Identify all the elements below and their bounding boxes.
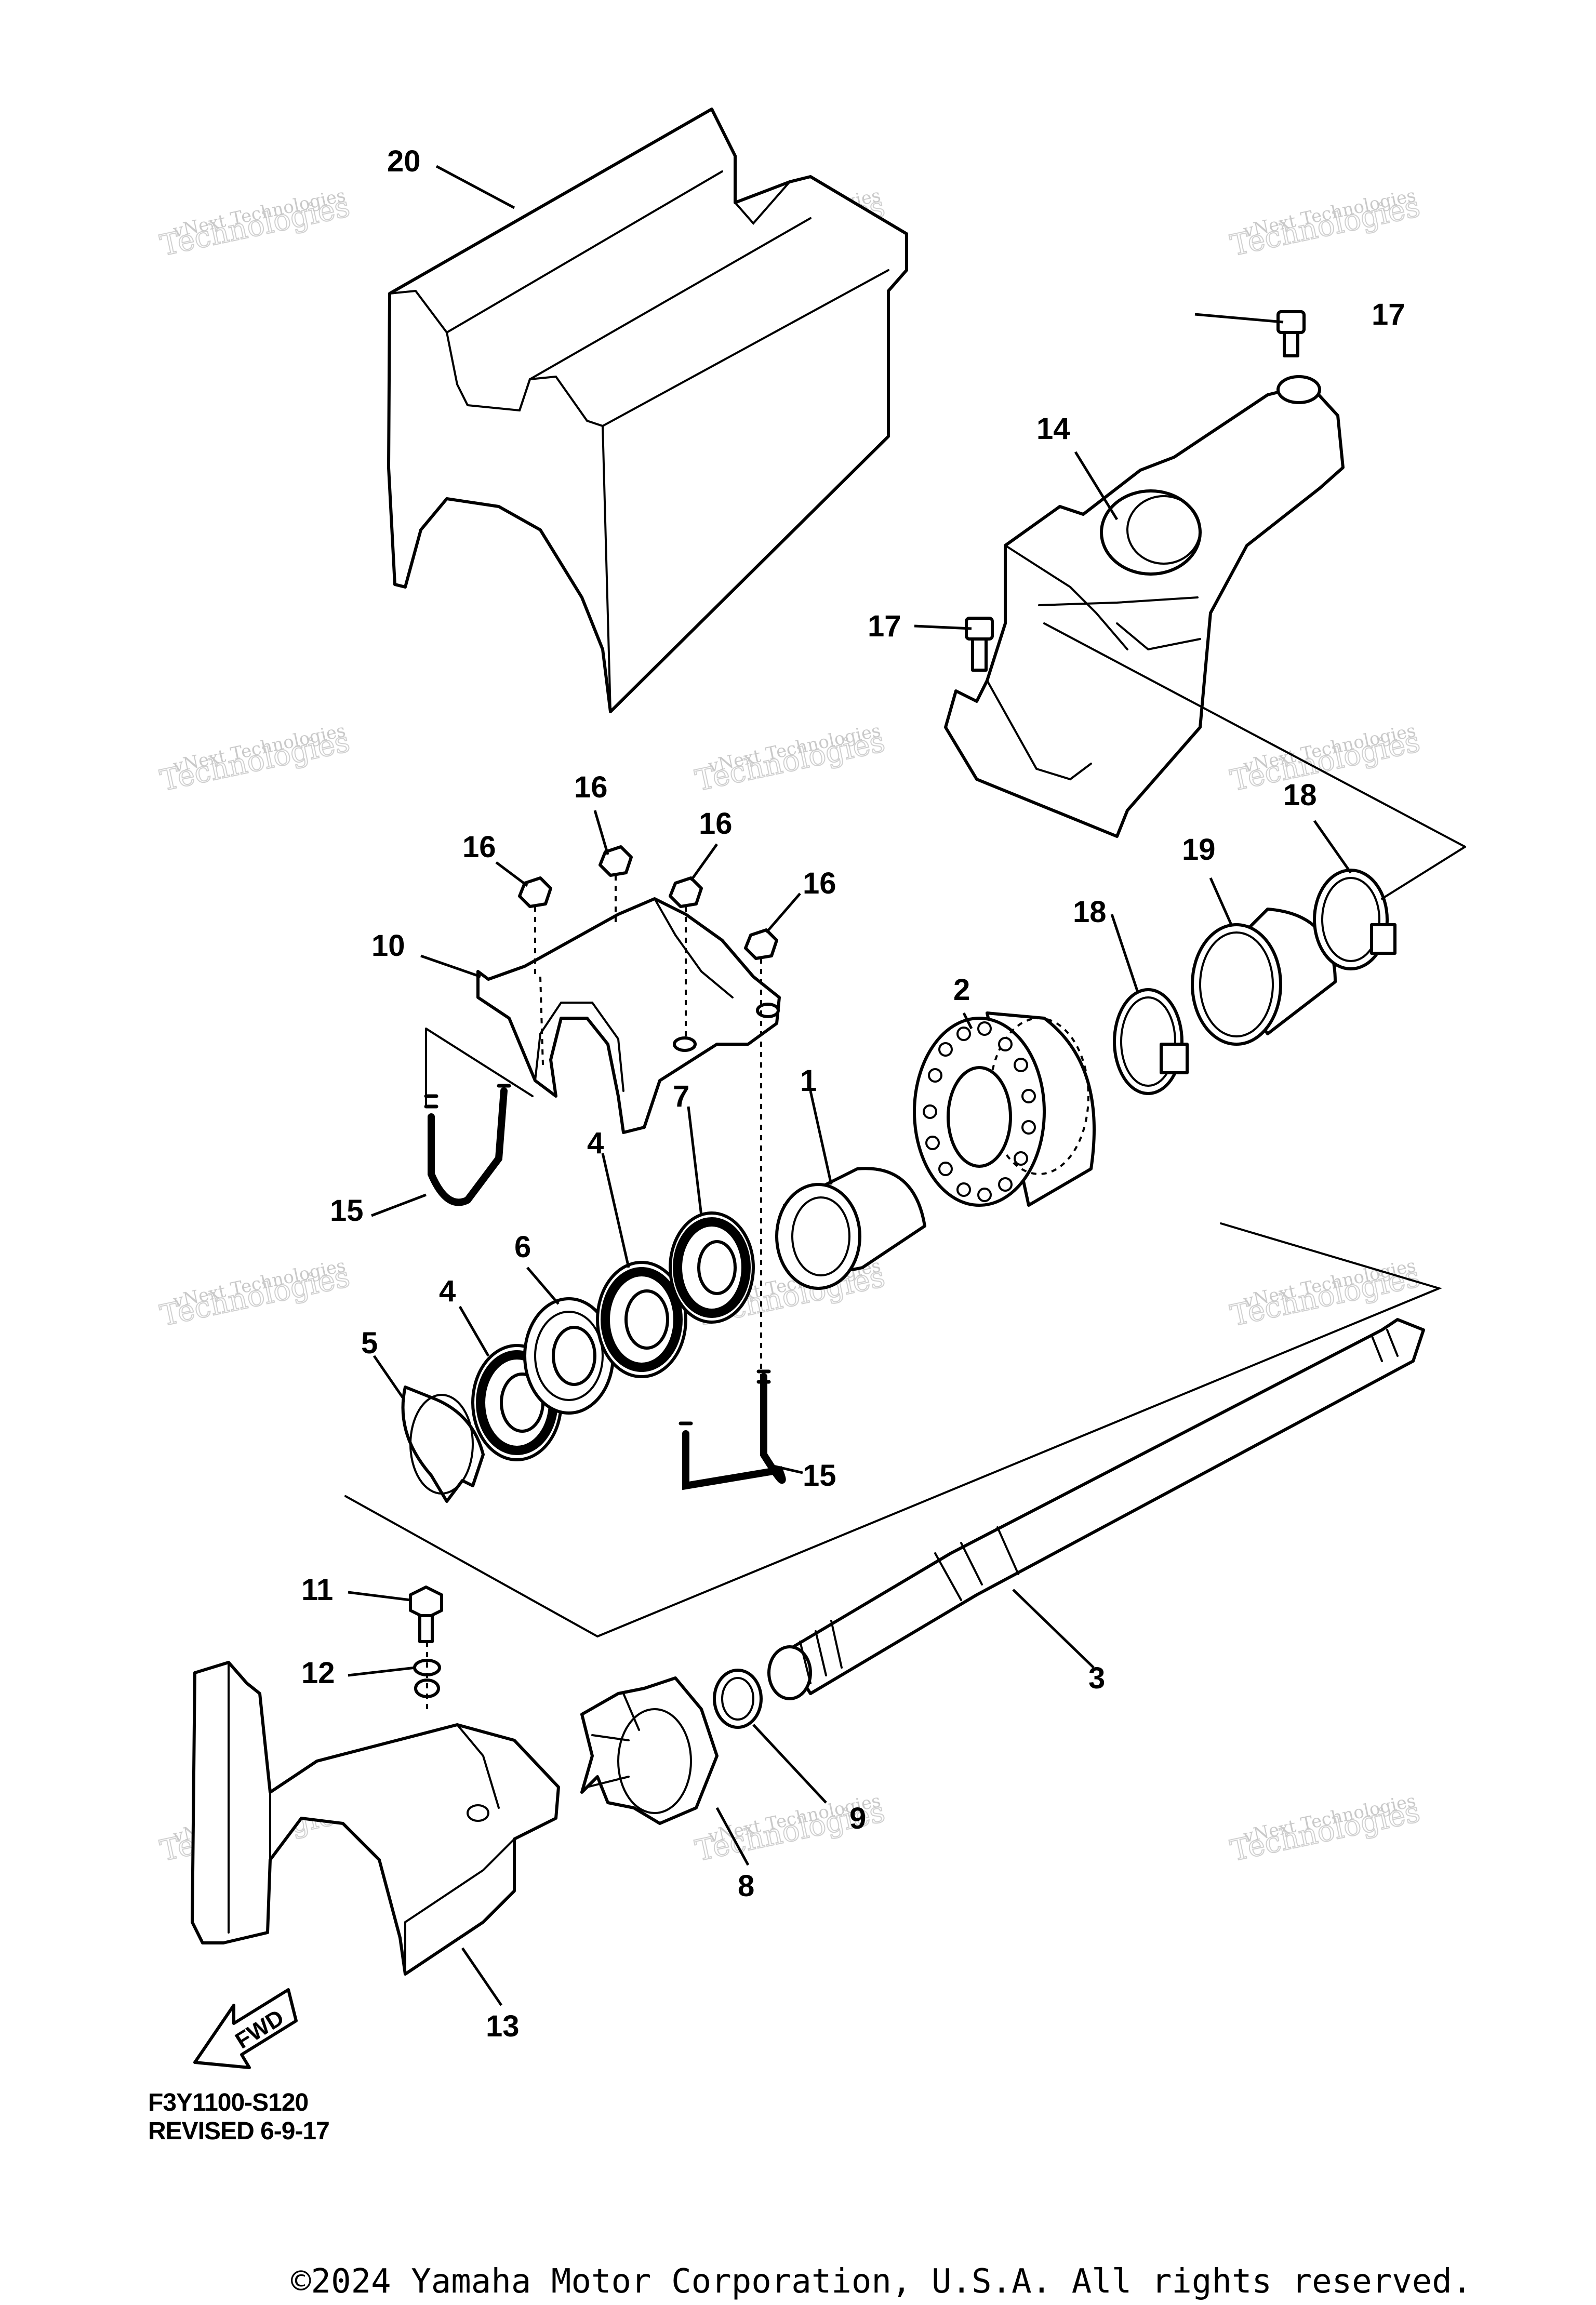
part-15-u-bolt-upper [424, 1028, 511, 1206]
callout-20: 20 [387, 144, 421, 178]
callout-11: 11 [301, 1573, 333, 1607]
callout-15: 15 [803, 1459, 836, 1493]
part-13-cover [191, 1661, 560, 1976]
callout-2: 2 [953, 973, 970, 1007]
callout-17: 17 [1372, 298, 1405, 331]
callout-labels: 20 17 14 17 16 16 16 16 18 19 18 10 2 1 … [301, 144, 1405, 2043]
leader-lines [348, 165, 1352, 2006]
callout-16: 16 [803, 867, 836, 900]
callout-4: 4 [587, 1126, 604, 1160]
callout-8: 8 [738, 1869, 754, 1903]
callout-16: 16 [574, 770, 608, 804]
callout-5: 5 [361, 1326, 378, 1360]
part-9-shim [713, 1669, 763, 1729]
callout-6: 6 [514, 1230, 531, 1264]
callout-16: 16 [699, 807, 733, 841]
part-5-circlip [401, 1385, 485, 1503]
callout-18: 18 [1073, 895, 1107, 929]
part-8-coupling [580, 1676, 719, 1825]
callout-1: 1 [800, 1064, 817, 1098]
part-10-bearing-housing [476, 897, 781, 1134]
part-6-bearing [523, 1297, 615, 1415]
part-17-bolt-lower [965, 617, 994, 672]
part-17-bolt-upper [1276, 310, 1306, 357]
part-18-hose-clamp [1313, 869, 1396, 970]
part-14-duct-housing [944, 375, 1345, 838]
figure-id: F3Y1100-S120 [148, 2089, 309, 2116]
part-15-u-bolt-lower [679, 1369, 786, 1490]
part-16-nut [669, 876, 703, 908]
callout-15: 15 [330, 1194, 364, 1228]
callout-7: 7 [673, 1080, 689, 1113]
callout-14: 14 [1036, 412, 1070, 446]
part-2-damper [913, 1011, 1096, 1207]
callout-9: 9 [849, 1802, 866, 1835]
callout-18: 18 [1283, 778, 1317, 812]
callout-4: 4 [439, 1274, 456, 1308]
part-1-sleeve [775, 1167, 926, 1290]
callout-17: 17 [868, 609, 901, 643]
callout-16: 16 [462, 830, 496, 864]
callout-3: 3 [1088, 1661, 1105, 1695]
part-18-hose-clamp [1113, 988, 1189, 1095]
callout-19: 19 [1182, 833, 1216, 867]
part-7-seal [669, 1211, 755, 1324]
part-4-bearing [596, 1261, 687, 1378]
copyright-notice: ©2024 Yamaha Motor Corporation, U.S.A. A… [291, 2262, 1472, 2301]
fwd-direction-arrow: FWD [193, 1988, 298, 2069]
part-16-nut [744, 928, 778, 960]
part-3-drive-shaft [767, 1318, 1425, 1700]
part-11-bolt [409, 1585, 443, 1643]
part-16-nut [598, 845, 633, 877]
assembly-reference-lines [344, 622, 1466, 1638]
callout-12: 12 [301, 1656, 335, 1690]
revision-date: REVISED 6-9-17 [148, 2117, 330, 2145]
part-20-foam-block [387, 108, 908, 713]
callout-13: 13 [486, 2009, 520, 2043]
callout-10: 10 [371, 929, 405, 963]
